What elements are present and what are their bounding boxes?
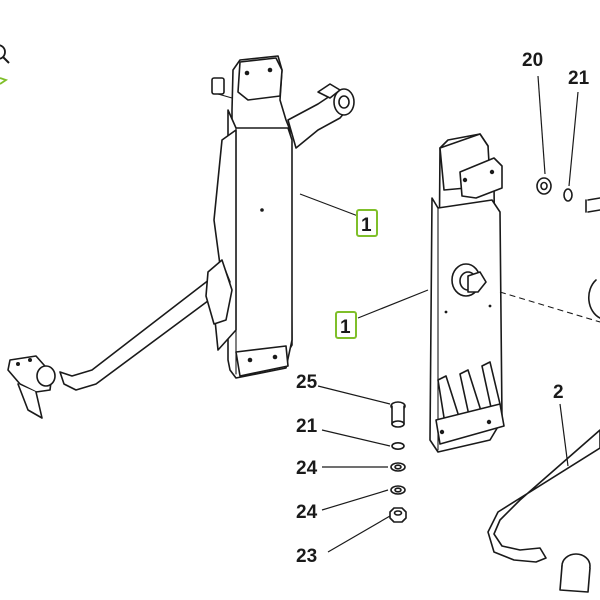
left-bracket-top-tab [237,57,283,101]
callout-21-top: 21 [568,68,590,89]
nut-23 [389,507,407,523]
washer-21-mid [391,441,405,450]
axis-line [499,291,600,323]
right-bracket-assembly [429,133,505,453]
bolt-25 [390,401,406,428]
callout-25: 25 [296,372,318,393]
callout-labels: 20 21 1 1 2 25 21 24 24 23 [296,50,590,567]
left-bracket-bottom-tab [235,345,289,377]
callout-2: 2 [553,382,564,403]
left-bracket-assembly [7,55,355,419]
callout-21-mid: 21 [296,416,318,437]
leader-lines [299,75,579,553]
svg-text:1: 1 [340,317,351,338]
handle-part-2 [487,429,600,593]
right-bracket-upper-tab [459,157,503,199]
magnifier-icon[interactable] [0,44,10,85]
left-bracket-bolt [211,77,233,99]
left-bracket-front-plate [227,109,293,379]
callout-24-a: 24 [296,458,318,479]
left-lever-end-bracket [7,355,56,419]
callout-1-right[interactable]: 1 [335,311,357,339]
right-edge-parts [585,197,600,319]
lever-hub [205,259,233,325]
callout-23: 23 [296,546,317,567]
hardware-stack [389,401,407,523]
callout-1-left[interactable]: 1 [356,209,378,237]
left-lever-shaft [59,261,231,391]
callout-24-b: 24 [296,502,318,523]
washer-21-top [563,188,573,202]
pivot-pin [467,271,487,293]
right-bracket-gussets [435,361,505,445]
callout-20: 20 [522,50,543,71]
svg-text:1: 1 [361,215,372,236]
